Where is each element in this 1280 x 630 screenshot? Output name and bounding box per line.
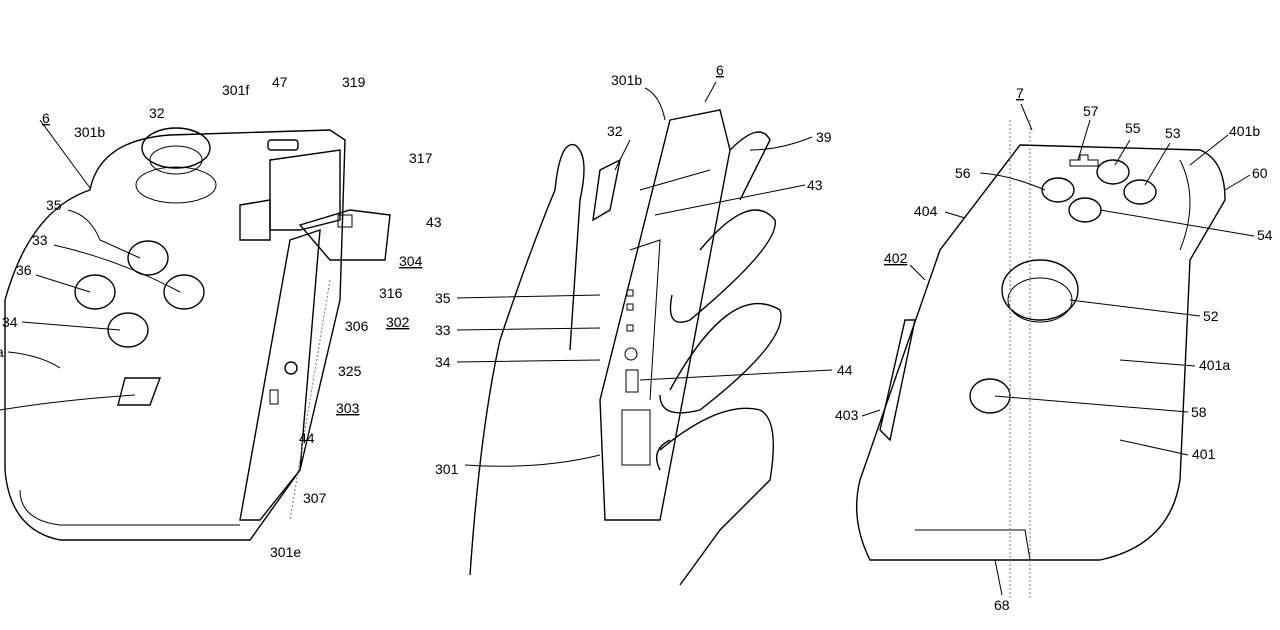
label: 44 <box>299 430 315 446</box>
right-figure-labels: 7 57 55 53 401b 60 56 404 54 402 52 401a… <box>835 85 1273 613</box>
label: 52 <box>1203 308 1219 324</box>
label: 301 <box>435 461 459 477</box>
label: 301e <box>270 544 301 560</box>
label: 33 <box>32 232 48 248</box>
label: 54 <box>1257 227 1273 243</box>
label: 307 <box>303 490 327 506</box>
label: 35 <box>435 290 451 306</box>
label: 304 <box>399 253 423 269</box>
label: 303 <box>336 400 360 416</box>
label: 36 <box>16 262 32 278</box>
figure-ref-6-left: 6 <box>42 110 50 126</box>
left-controller-drawing <box>4 119 391 541</box>
label: 53 <box>1165 125 1181 141</box>
label: 32 <box>149 105 165 121</box>
label: 58 <box>1191 404 1207 420</box>
label: 32 <box>607 123 623 139</box>
label: 34 <box>435 354 451 370</box>
label: 44 <box>837 362 853 378</box>
label: a <box>0 344 4 360</box>
label: 68 <box>994 597 1010 613</box>
label: 301b <box>74 124 105 140</box>
right-controller-drawing <box>856 120 1226 600</box>
label: 34 <box>2 314 18 330</box>
label: 401a <box>1199 357 1230 373</box>
label: 319 <box>342 74 366 90</box>
label: 306 <box>345 318 369 334</box>
label: 47 <box>272 74 288 90</box>
label: 403 <box>835 407 859 423</box>
label: 33 <box>435 322 451 338</box>
label: 404 <box>914 203 938 219</box>
label: 301b <box>611 72 642 88</box>
label: 302 <box>386 314 410 330</box>
label: 325 <box>338 363 362 379</box>
left-figure-labels: 6 301b 32 301f 47 319 317 43 304 316 302… <box>0 74 442 560</box>
label: 301f <box>222 82 249 98</box>
label: 316 <box>379 285 403 301</box>
label: 56 <box>955 165 971 181</box>
figure-ref-6-middle: 6 <box>716 62 724 78</box>
label: 317 <box>409 150 433 166</box>
label: 401 <box>1192 446 1216 462</box>
label: 35 <box>46 197 62 213</box>
label: 401b <box>1229 123 1260 139</box>
label: 39 <box>816 129 832 145</box>
middle-hand-drawing <box>469 109 782 586</box>
figure-ref-7: 7 <box>1016 85 1024 101</box>
label: 402 <box>884 250 908 266</box>
label: 57 <box>1083 103 1099 119</box>
middle-figure-labels: 301b 6 32 39 43 35 33 34 44 301 <box>435 62 853 477</box>
label: 43 <box>807 177 823 193</box>
label: 60 <box>1252 165 1268 181</box>
label: 43 <box>426 214 442 230</box>
label: 55 <box>1125 120 1141 136</box>
